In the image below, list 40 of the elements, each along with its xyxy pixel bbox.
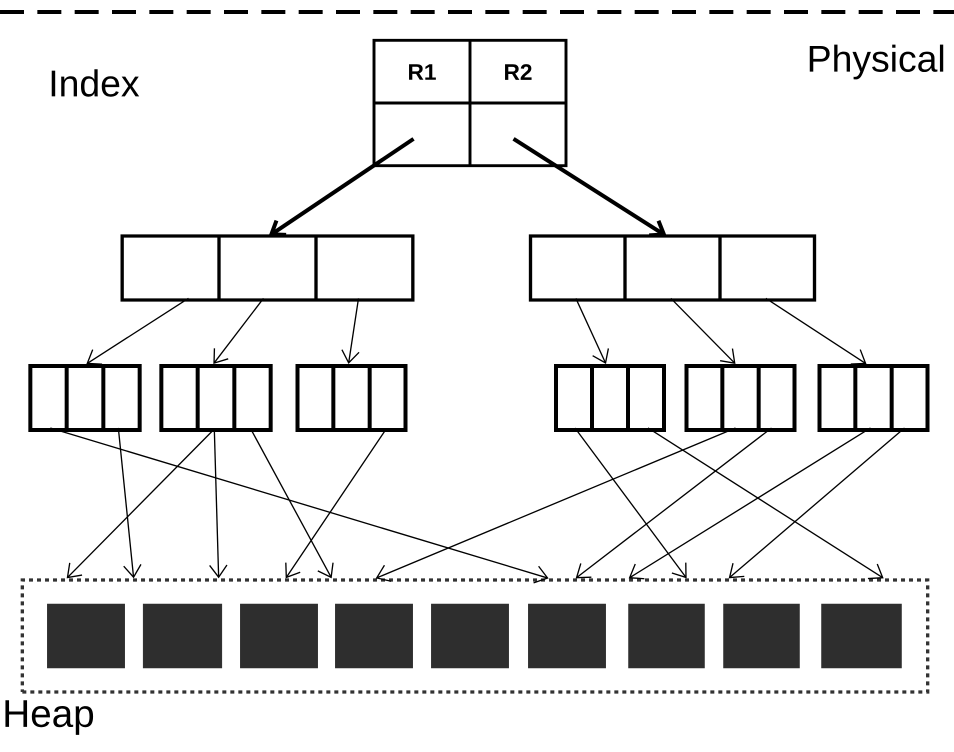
arrow xyxy=(86,298,189,365)
arrow xyxy=(576,427,772,578)
record-block xyxy=(142,604,222,668)
leaf-node xyxy=(818,364,930,432)
record-block xyxy=(240,604,318,668)
arrow xyxy=(341,298,360,364)
record-block xyxy=(47,604,125,668)
index-node: R1 R2 xyxy=(372,38,568,168)
arrow xyxy=(670,298,736,364)
arrow xyxy=(213,298,264,364)
leaf-node xyxy=(296,364,408,432)
arrow xyxy=(575,298,610,364)
arrow xyxy=(512,137,667,238)
arrow xyxy=(66,430,214,578)
arrow xyxy=(209,430,228,578)
region-label: Physical xyxy=(810,44,944,80)
region-label: Index xyxy=(52,69,140,97)
arrow xyxy=(728,427,905,578)
record-block xyxy=(528,604,606,668)
leaf-node xyxy=(28,364,142,432)
record-block xyxy=(431,604,509,668)
index-node xyxy=(528,234,816,302)
leaf-node xyxy=(554,364,666,432)
arrow xyxy=(268,137,415,237)
arrow xyxy=(285,430,386,578)
heap-label: Heap xyxy=(5,700,94,735)
heap-box xyxy=(20,578,930,694)
arrow xyxy=(574,428,687,578)
leaf-node xyxy=(159,364,273,432)
record-block xyxy=(628,604,705,668)
index-node xyxy=(120,234,414,302)
arrow xyxy=(250,430,334,578)
record-block xyxy=(335,604,413,668)
leaf-node xyxy=(684,364,796,432)
record-block xyxy=(821,604,902,668)
arrow xyxy=(50,427,549,584)
arrow xyxy=(376,427,736,582)
record-block xyxy=(723,604,800,668)
arrow xyxy=(118,428,142,578)
arrow xyxy=(765,298,866,365)
